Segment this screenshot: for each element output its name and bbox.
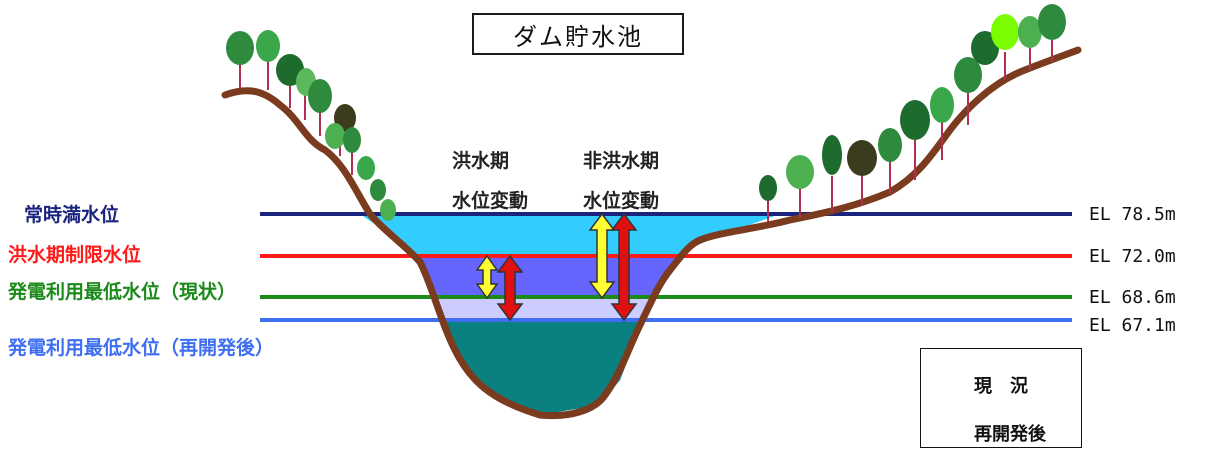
ground-profile (221, 46, 1082, 420)
legend-current-label: 現 況 (974, 376, 1028, 397)
flood-column-line2: 水位変動 (452, 190, 529, 212)
legend-box (920, 348, 1082, 448)
level-label-normal: 常時満水位 (24, 204, 120, 226)
diagram-title: ダム貯水池 (472, 13, 684, 55)
level-label-min-current: 発電利用最低水位（現状） (8, 281, 237, 303)
elevation-flood: EL 72.0m (1089, 246, 1176, 267)
flood-current-arrow (475, 254, 499, 300)
right-trees (759, 4, 1066, 222)
level-label-min-after: 発電利用最低水位（再開発後） (8, 337, 275, 359)
elevation-min-current: EL 68.6m (1089, 287, 1176, 308)
nonflood-column-line1: 非洪水期 (583, 150, 660, 172)
elevation-min-after: EL 67.1m (1089, 315, 1176, 336)
legend-after-label: 再開発後 (974, 424, 1046, 445)
left-trees (226, 30, 396, 221)
flood-after-arrow (496, 254, 524, 322)
elevation-normal: EL 78.5m (1089, 204, 1176, 225)
water-band-layer (360, 256, 780, 298)
flood-column-line1: 洪水期 (452, 150, 510, 172)
nonflood-current-arrow (588, 212, 616, 300)
water-light-layer (360, 298, 780, 320)
nonflood-after-arrow (610, 212, 638, 322)
nonflood-column-line2: 水位変動 (583, 190, 660, 212)
level-label-flood: 洪水期制限水位 (8, 244, 142, 266)
